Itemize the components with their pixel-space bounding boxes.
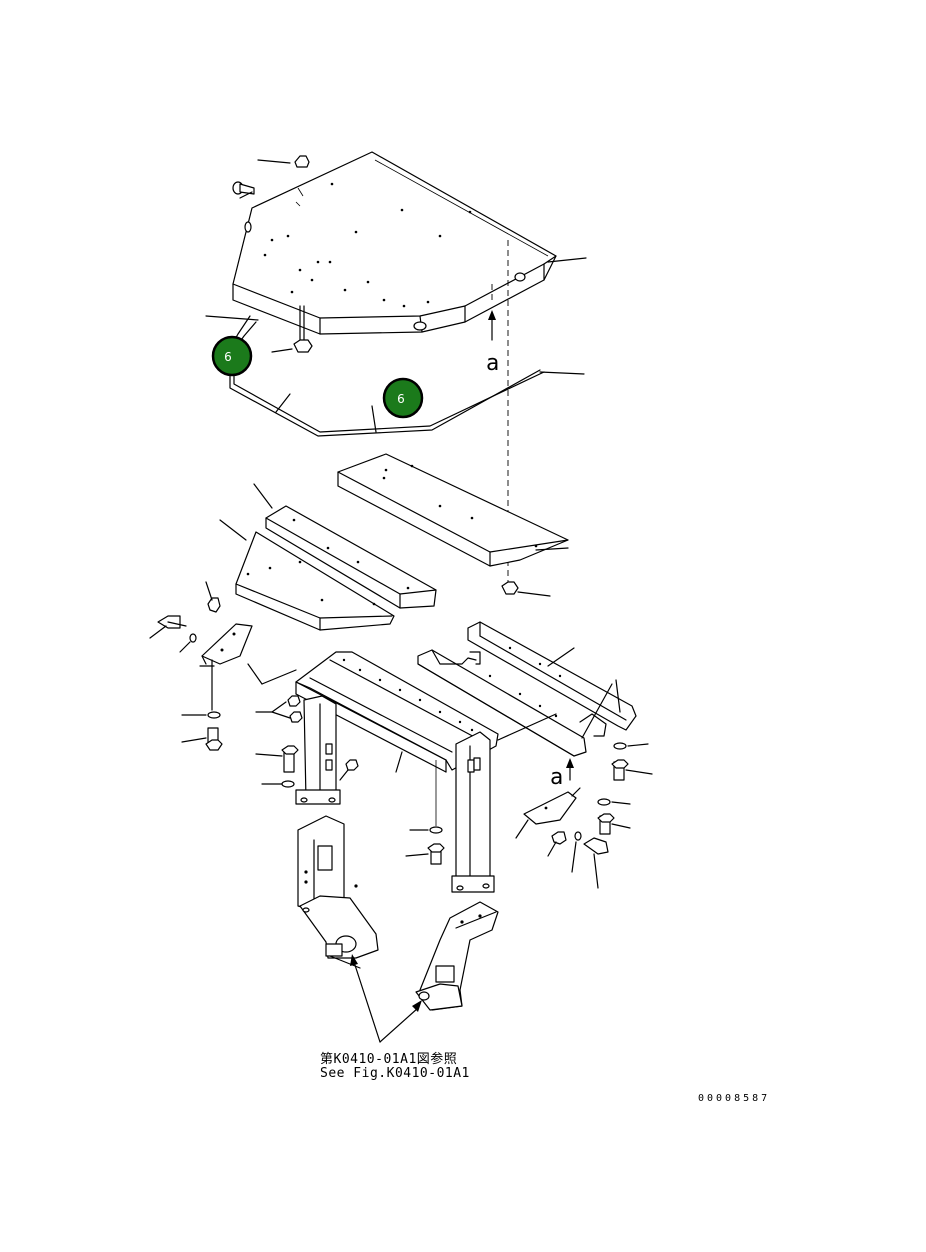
svg-text:6: 6 <box>224 350 232 364</box>
view-arrow-a-upper <box>488 284 496 341</box>
left-cover-plate <box>219 519 395 631</box>
top-bolt <box>232 181 255 199</box>
frame-bolts-left <box>255 695 403 788</box>
left-post <box>295 695 341 805</box>
callout-marker: 6 <box>211 335 253 377</box>
nut-right <box>501 581 551 597</box>
left-bolt <box>271 305 313 353</box>
right-cover-plate <box>337 453 569 567</box>
seal-strip <box>205 315 545 437</box>
left-lower-support <box>297 815 379 969</box>
reference-note-japanese: 第K0410-01A1図参照 <box>320 1052 458 1067</box>
left-bracket <box>149 581 253 751</box>
view-label-a-upper: a <box>486 351 499 376</box>
center-bolt <box>405 760 445 865</box>
main-frame-beam <box>247 651 499 773</box>
right-lower-support <box>415 901 499 1011</box>
center-cover-plate <box>253 483 437 609</box>
leader-line <box>547 257 587 263</box>
floor-plate <box>232 151 557 335</box>
callout-marker: 6 <box>382 377 424 419</box>
reference-arrows <box>350 954 422 1043</box>
document-number: 00008587 <box>698 1093 771 1104</box>
right-fasteners <box>515 742 653 889</box>
leader-line <box>539 371 585 375</box>
right-post <box>451 731 495 893</box>
view-label-a-lower: a <box>550 765 563 790</box>
reference-note-english: See Fig.K0410-01A1 <box>320 1066 470 1081</box>
top-plug <box>257 155 310 207</box>
right-channel <box>417 621 637 757</box>
svg-text:6: 6 <box>397 392 405 406</box>
view-arrow-a-lower <box>566 758 574 781</box>
